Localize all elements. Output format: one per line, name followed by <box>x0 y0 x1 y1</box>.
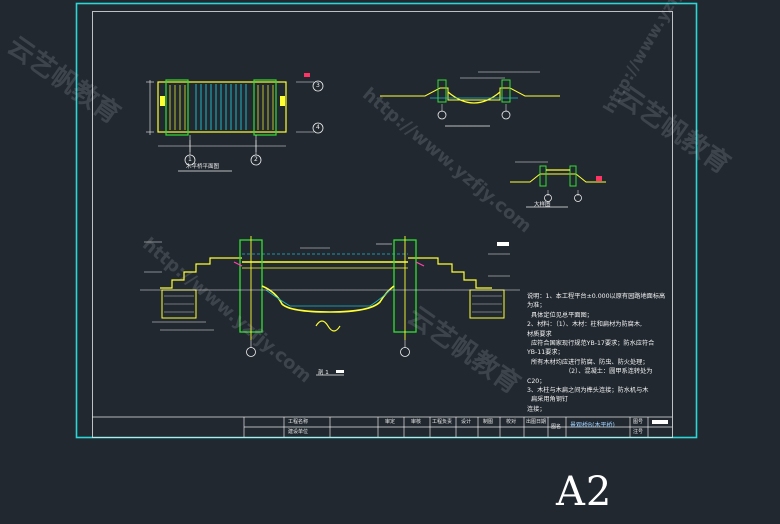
tb-design: 设计 <box>461 419 472 425</box>
plan-view <box>146 73 324 172</box>
elevation-view <box>140 236 520 376</box>
inner-drawing-frame <box>92 11 673 438</box>
section-view-small <box>380 71 560 127</box>
note-line: 连接； <box>527 405 546 413</box>
note-line: 所有木材均应进行防腐、防虫、防火处理； <box>531 358 649 366</box>
axis-mark-1: 1 <box>188 156 192 163</box>
tb-remark-label: 注号 <box>633 429 644 435</box>
detail-view-label: 大样图 <box>534 202 551 208</box>
tb-drawing-name-label: 图名 <box>551 424 562 430</box>
plan-view-label: 木平桥平面图 <box>186 164 220 170</box>
note-line: 为准； <box>527 302 546 310</box>
note-line: 扁采用角钢钉 <box>531 396 569 404</box>
note-line: 2、材料：（1）、木材：柱和扁材为防腐木, <box>527 321 643 329</box>
tb-project-name: 工程名称 <box>288 419 309 425</box>
axis-mark-4: 4 <box>316 124 320 131</box>
axis-mark-3: 3 <box>316 82 320 89</box>
note-line: 材质要求 <box>527 330 552 338</box>
note-line: 具体定位见总平面图； <box>531 311 593 319</box>
tb-sheet-no-label: 图号 <box>633 419 644 425</box>
tb-date: 出图日期 <box>526 419 547 425</box>
sheet-size-label: A2 <box>556 469 613 515</box>
note-line: 说明：1、本工程平台±0.000以原有园路地面标高 <box>527 293 666 300</box>
tb-client: 建设单位 <box>288 429 309 435</box>
title-block <box>92 416 672 437</box>
tb-draw: 制图 <box>483 419 494 425</box>
note-line: 应符合国家现行规范YB-17要求；防水应符合 <box>531 340 655 348</box>
tb-drawing-name: 景观桥B(木平桥) <box>570 422 615 429</box>
section-view-label: 剖 1 <box>318 370 329 376</box>
note-line: C20； <box>527 377 546 385</box>
design-notes: 说明：1、本工程平台±0.000以原有园路地面标高 为准； 具体定位见总平面图；… <box>527 292 677 414</box>
note-line: 3、木柱与木扁之间为榫头连接；防水机与木 <box>527 387 649 395</box>
tb-lead: 工程负责 <box>432 419 453 425</box>
tb-approve: 审定 <box>385 419 396 425</box>
axis-mark-2: 2 <box>254 156 258 163</box>
detail-view <box>510 161 606 208</box>
note-line: （2）、混凝土：圆甲系连转处为 <box>565 368 653 376</box>
note-line: YB-11要求； <box>527 349 564 357</box>
tb-review: 审核 <box>411 419 422 425</box>
tb-check: 校对 <box>506 419 517 425</box>
